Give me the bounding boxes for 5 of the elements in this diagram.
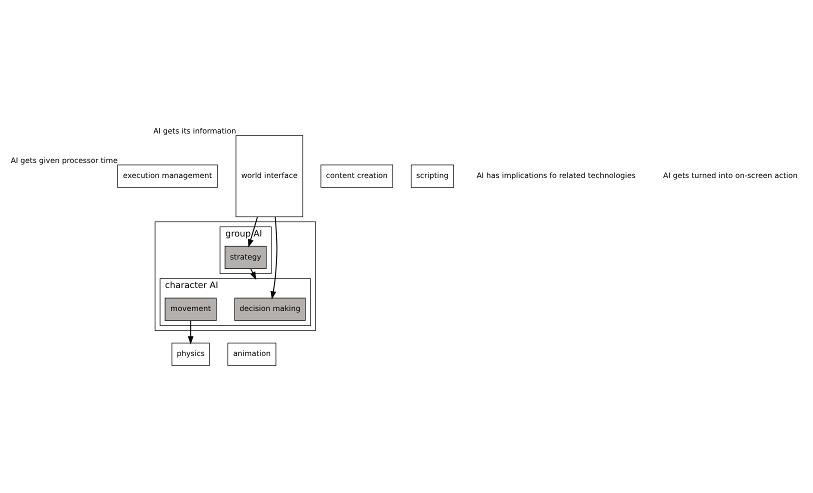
arrow	[270, 216, 278, 300]
arrow	[250, 268, 256, 280]
arrow	[248, 216, 258, 248]
cluster	[154, 222, 316, 331]
arrow	[188, 320, 194, 344]
